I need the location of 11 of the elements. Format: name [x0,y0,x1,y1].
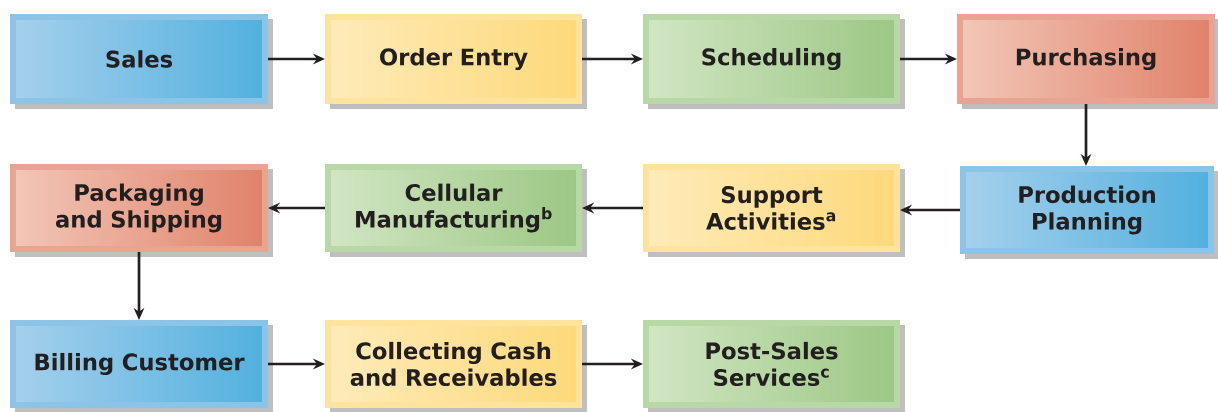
process-box: Order Entry [325,14,587,109]
process-box: Billing Customer [10,320,273,412]
process-box: Post-Sales Services$^{c}$ [643,320,905,412]
process-box: Scheduling [643,14,905,109]
process-box: Production Planning [960,166,1218,259]
process-box: Cellular Manufacturing$^{b}$ [325,164,587,257]
process-box: Packaging and Shipping [10,164,273,257]
process-box: Sales [10,14,273,109]
process-box: Collecting Cash and Receivables [325,320,587,412]
process-box: Support Activities$^{a}$ [643,164,905,257]
process-box: Purchasing [957,14,1218,109]
